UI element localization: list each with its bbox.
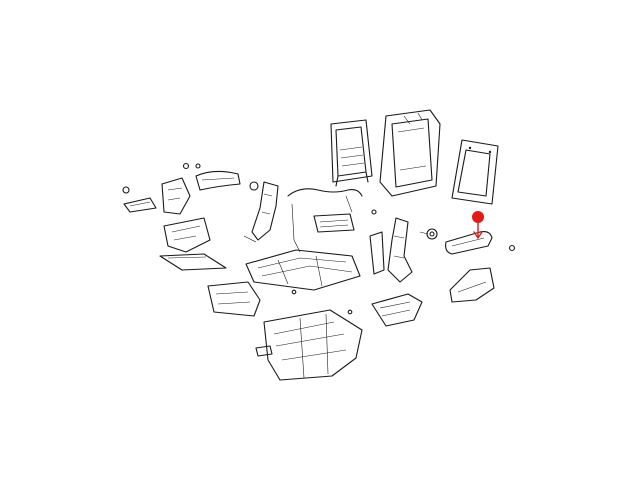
left-armrest <box>195 170 241 191</box>
lower-side-shield <box>163 217 211 253</box>
pivot-bolt <box>419 228 438 240</box>
seat-pad <box>159 253 227 271</box>
wire-harness <box>287 188 363 253</box>
lumbar-support <box>313 213 355 233</box>
highlight-arrow <box>473 222 483 240</box>
fastener-bolts <box>182 162 516 315</box>
seat-back-frame <box>330 119 373 187</box>
left-side-trim <box>161 177 191 215</box>
seat-back-panel <box>379 109 441 197</box>
lower-right-shield <box>371 293 423 327</box>
highlight-callout <box>472 211 484 240</box>
seat-track-assembly <box>255 309 363 381</box>
release-handle <box>122 186 157 213</box>
highlight-dot <box>472 211 484 223</box>
recliner-bracket-right <box>369 217 413 283</box>
front-valance <box>207 281 261 317</box>
recliner-bracket-left <box>243 181 279 243</box>
right-side-trim <box>449 267 495 303</box>
seat-cushion-frame <box>245 249 361 291</box>
back-cover-panel <box>451 139 499 205</box>
armrest <box>445 231 493 255</box>
